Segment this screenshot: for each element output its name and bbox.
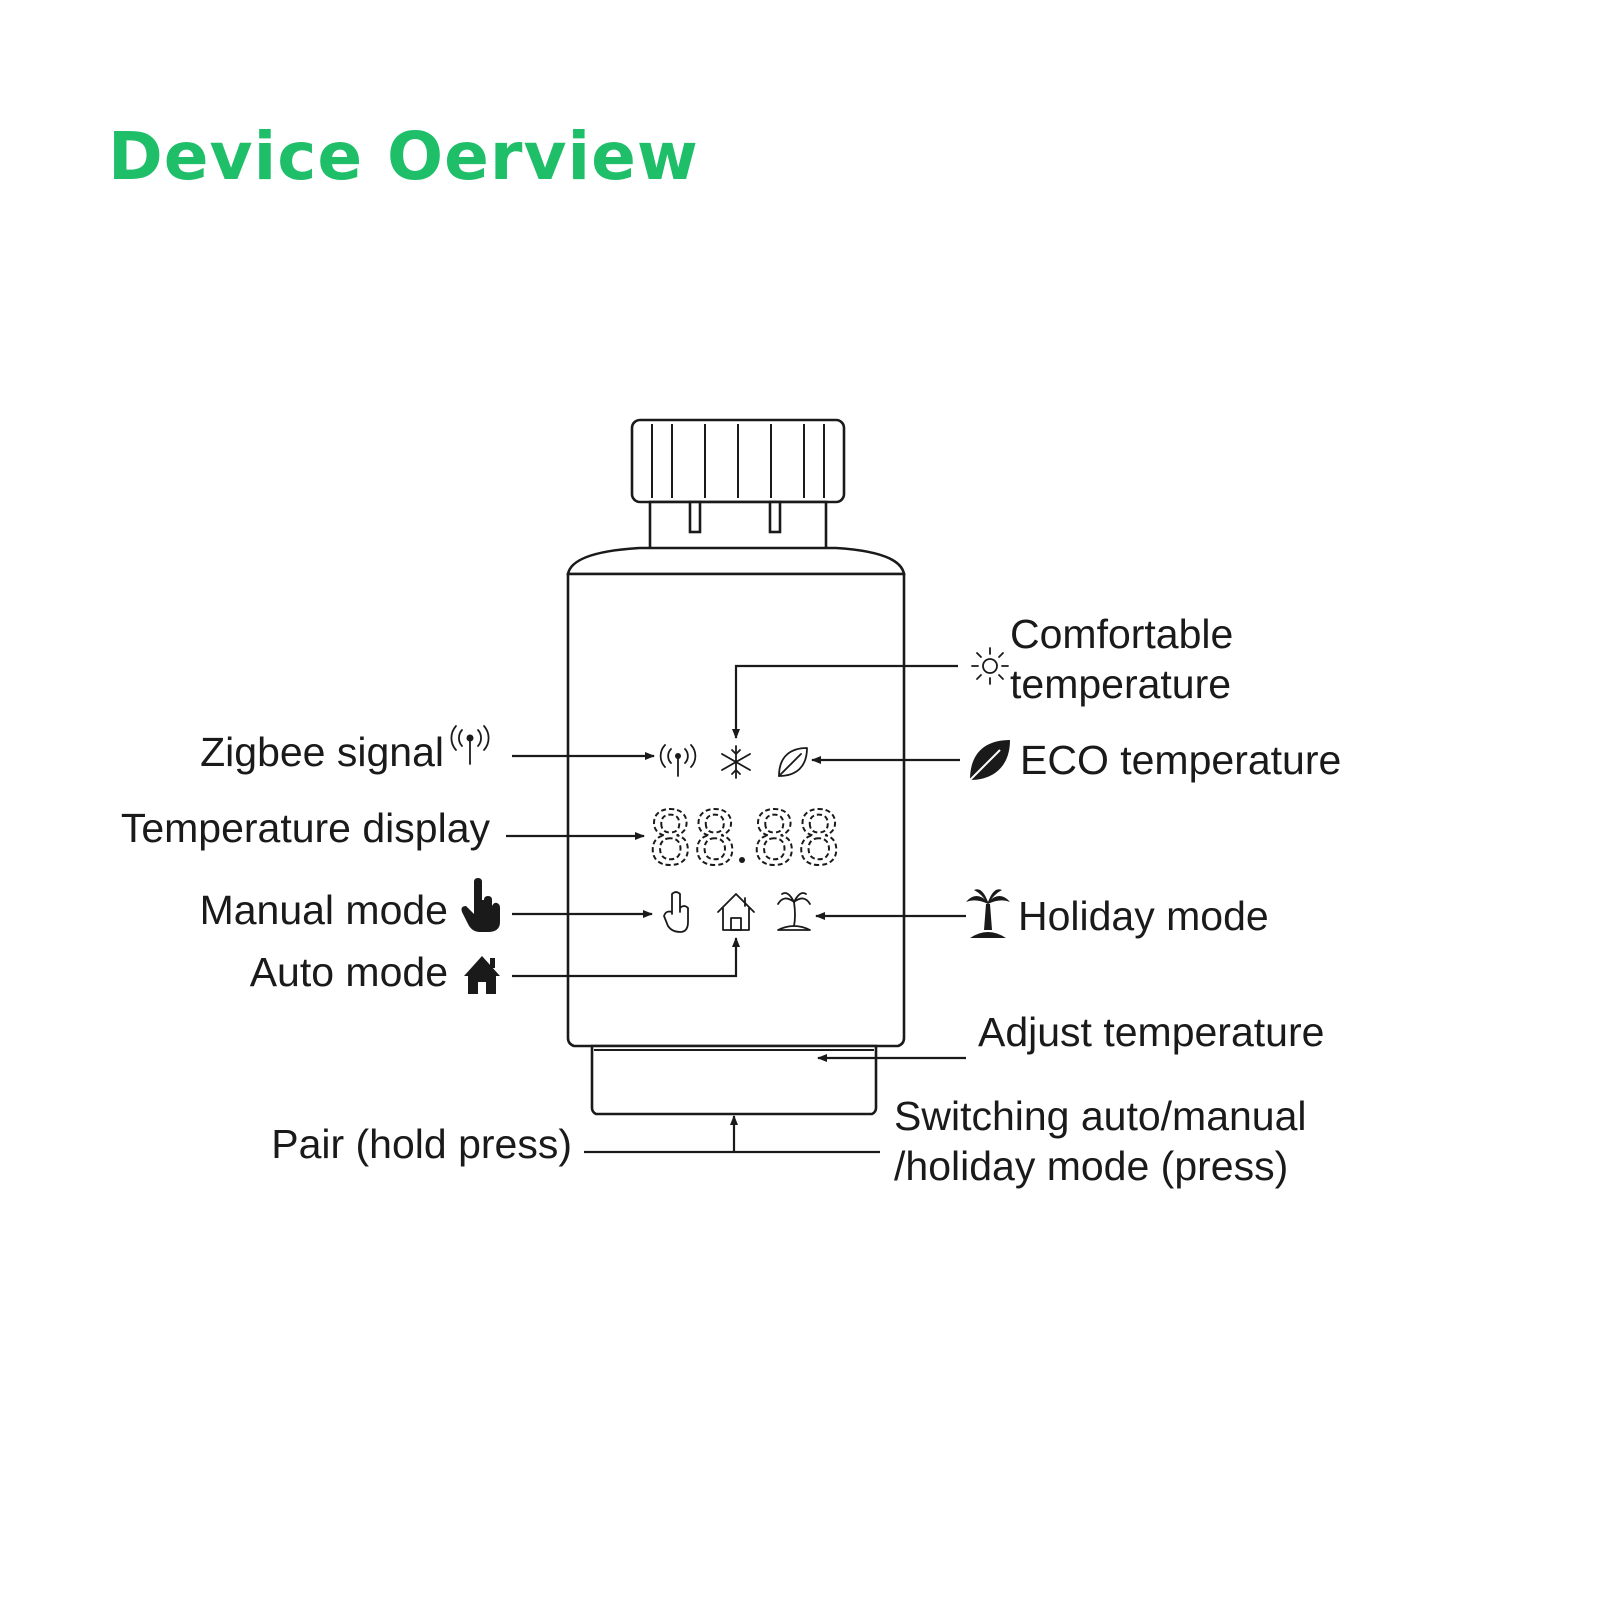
leaf-icon [969,740,1010,781]
display-digits-right: 88 [752,796,841,882]
valve-neck [648,500,828,552]
auto-mode-label: Auto mode [250,949,448,995]
page-title: Device Oerview [108,118,699,195]
holiday-mode-label: Holiday mode [1018,893,1269,939]
leader-lines [506,664,966,1154]
device-body [566,572,906,1048]
thermostat-device [566,418,906,1116]
temperature-display: 88 88 [647,795,842,883]
house-icon [464,956,500,994]
adjust-ring[interactable] [590,1044,878,1116]
antenna-icon [450,725,490,765]
zigbee-signal-label: Zigbee signal [200,729,444,775]
palm-tree-icon [777,892,811,931]
temperature-display-label: Temperature display [121,805,491,851]
sun-icon [971,647,1009,685]
hand-icon [461,878,500,932]
snowflake-icon [721,745,751,779]
antenna-icon [659,744,697,777]
pair-label: Pair (hold press) [271,1121,572,1167]
manual-mode-label: Manual mode [200,887,448,933]
device-shoulder [566,546,906,576]
switching-mode-label: Switching auto/manual [894,1093,1307,1139]
leaf-icon [778,747,808,777]
palm-tree-icon [966,889,1010,938]
adjust-temperature-label: Adjust temperature [978,1009,1324,1055]
comfortable-temperature-label: Comfortable [1010,611,1233,657]
house-icon [717,893,755,931]
switching-mode-label-line2: /holiday mode (press) [894,1143,1288,1189]
hand-icon [663,891,689,933]
comfortable-temperature-label-line2: temperature [1010,661,1231,707]
display-digits-left: 88 [648,796,737,882]
eco-temperature-label: ECO temperature [1020,737,1341,783]
